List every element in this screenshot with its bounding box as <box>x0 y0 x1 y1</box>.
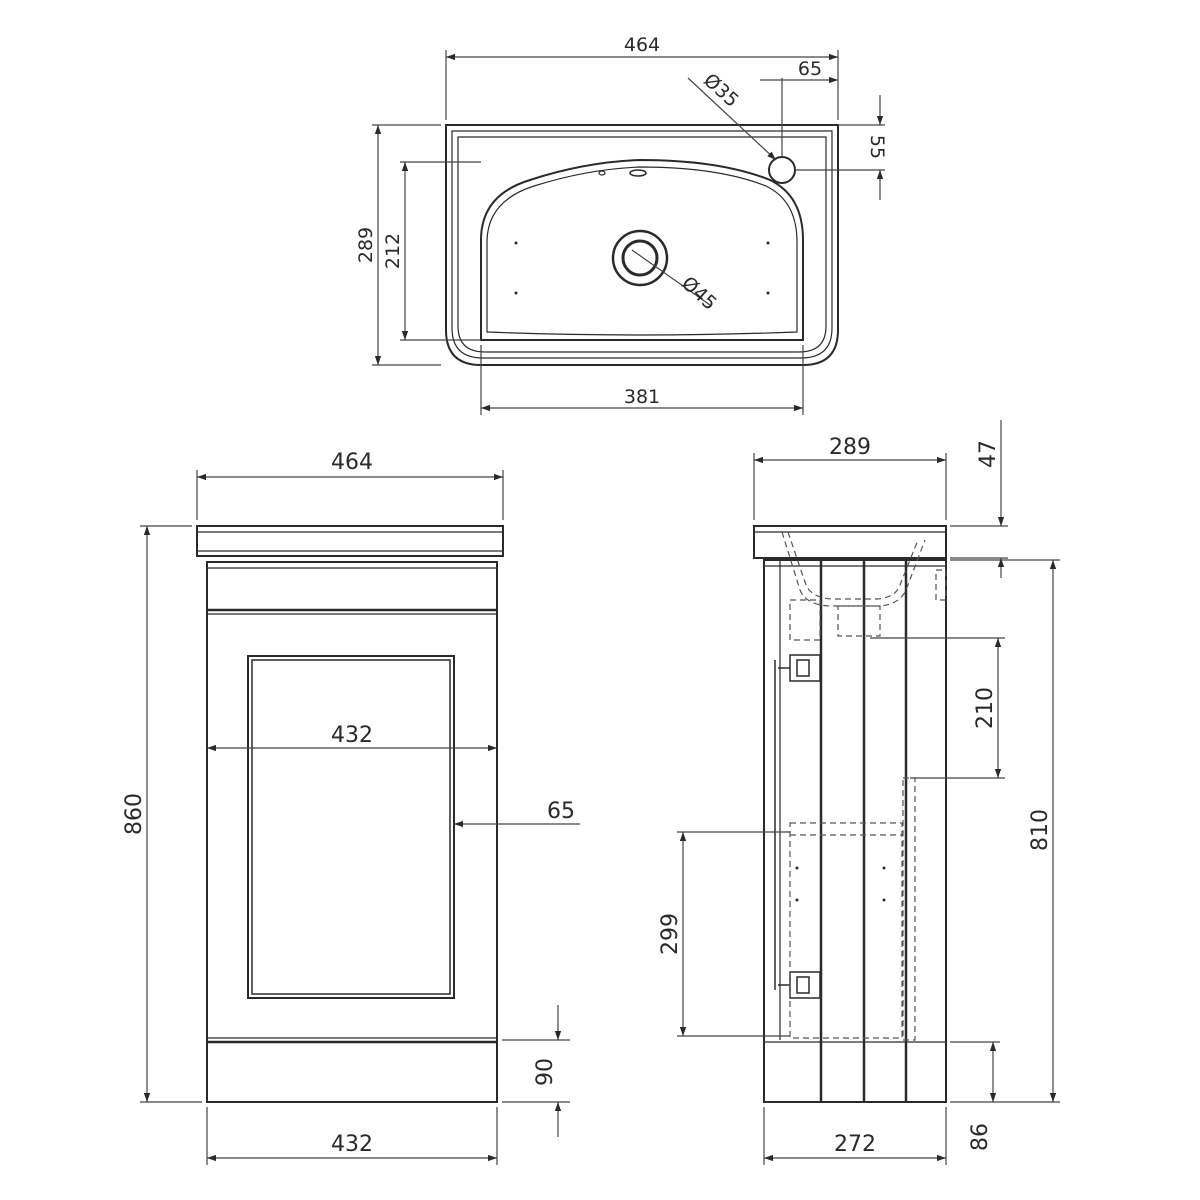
waste-outer-circle <box>611 229 669 287</box>
basin-rim-line-top <box>457 136 827 353</box>
side-view <box>753 525 947 1103</box>
side-cabinet-depth-label: 272 <box>834 1132 876 1157</box>
front-side-inset-label: 65 <box>547 799 575 824</box>
front-plinth-height-label: 90 <box>533 1058 558 1086</box>
front-basin-width-label: 464 <box>331 450 373 475</box>
tap-hole-circle <box>768 156 796 184</box>
top-tap-offset-label: 65 <box>798 58 822 80</box>
overflow-hole <box>598 170 606 176</box>
front-basin-top <box>196 525 504 557</box>
side-cabinet-height-label: 810 <box>1028 809 1053 851</box>
top-waste-label: Ø45 <box>677 272 721 315</box>
side-upper-section-label: 210 <box>973 687 998 729</box>
top-overall-width-label: 464 <box>624 34 660 56</box>
hinge-lower <box>778 971 821 999</box>
front-door-width-label: 432 <box>331 723 373 748</box>
top-view <box>445 124 839 366</box>
waste-inner-circle <box>621 239 659 277</box>
top-bowl-width-label: 381 <box>624 386 660 408</box>
top-tap-depth-label: 55 <box>866 135 888 159</box>
hinge-upper <box>778 654 821 682</box>
front-view-dimensions <box>140 470 580 1165</box>
side-basin-depth-label: 289 <box>829 435 871 460</box>
side-plinth-height-label: 86 <box>968 1123 993 1151</box>
side-view-dimensions <box>677 420 1060 1165</box>
hidden-bowl-profile <box>781 531 926 607</box>
front-overall-height-label: 860 <box>122 793 147 835</box>
side-fixing-dots <box>795 866 886 902</box>
front-door-panel-outer <box>247 655 455 999</box>
overflow-slot <box>629 169 647 177</box>
bowl-outline <box>480 158 804 341</box>
side-cabinet-body <box>763 559 947 1103</box>
front-cabinet-width-label: 432 <box>331 1132 373 1157</box>
bowl-inner <box>486 166 798 336</box>
top-bowl-depth-label: 212 <box>382 233 404 269</box>
front-cabinet-body <box>206 561 498 1103</box>
side-basin-top <box>753 525 947 559</box>
side-view-hidden-lines <box>781 531 947 1041</box>
side-basin-thickness-label: 47 <box>976 440 1001 468</box>
top-overall-depth-label: 289 <box>355 227 377 263</box>
fixing-dots-top <box>514 241 770 295</box>
top-tap-hole-label: Ø35 <box>699 69 743 112</box>
basin-rim-inner-top <box>451 130 833 359</box>
front-view <box>196 525 504 1103</box>
side-lower-section-label: 299 <box>658 913 683 955</box>
top-view-dimensions <box>372 50 885 415</box>
front-door-panel-inner <box>251 659 451 995</box>
